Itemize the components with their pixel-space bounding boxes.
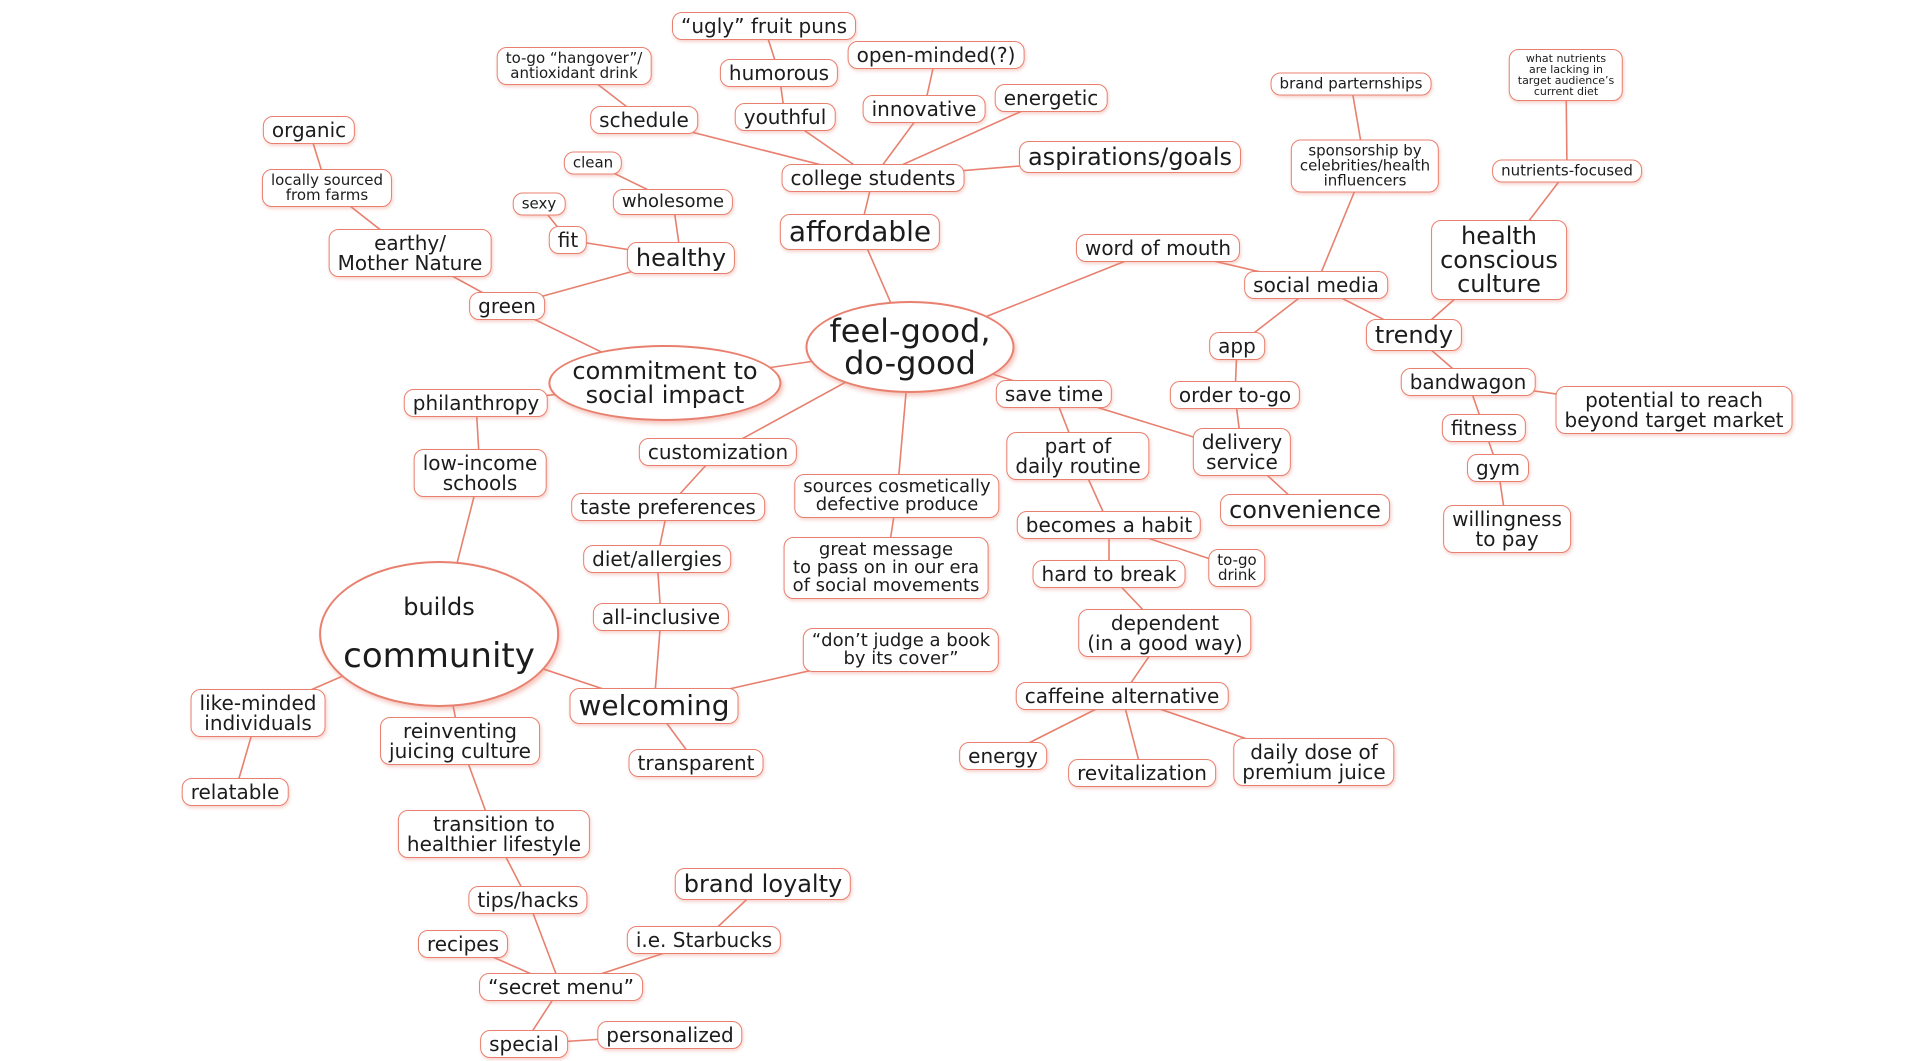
node-healthy: healthy bbox=[626, 242, 736, 274]
node-what-nutrients: what nutrients are lacking in target aud… bbox=[1508, 49, 1624, 101]
node-word-of-mouth: word of mouth bbox=[1075, 234, 1241, 262]
community-label: community bbox=[343, 636, 535, 676]
node-hard-to-break: hard to break bbox=[1032, 560, 1186, 588]
node-save-time: save time bbox=[995, 380, 1113, 408]
node-youthful: youthful bbox=[734, 103, 836, 131]
node-taste-preferences: taste preferences bbox=[571, 493, 765, 521]
node-earthy-mother-nature: earthy/ Mother Nature bbox=[328, 229, 492, 277]
node-customization: customization bbox=[638, 438, 798, 466]
node-wholesome: wholesome bbox=[612, 189, 734, 215]
node-tips-hacks: tips/hacks bbox=[468, 886, 588, 914]
node-personalized: personalized bbox=[597, 1021, 743, 1049]
node-diet-allergies: diet/allergies bbox=[583, 545, 731, 573]
node-sexy: sexy bbox=[512, 192, 566, 216]
node-daily-dose: daily dose of premium juice bbox=[1233, 738, 1395, 786]
node-organic: organic bbox=[262, 116, 356, 144]
node-to-go-drink: to-go drink bbox=[1208, 549, 1266, 587]
node-commitment-to-social-impact: commitment to social impact bbox=[548, 345, 782, 421]
node-app: app bbox=[1209, 332, 1265, 360]
node-secret-menu: “secret menu” bbox=[479, 973, 643, 1001]
node-aspirations-goals: aspirations/goals bbox=[1018, 141, 1242, 173]
node-energy: energy bbox=[959, 742, 1047, 770]
node-dont-judge-a-book: “don’t judge a book by its cover” bbox=[802, 628, 1000, 672]
node-special: special bbox=[480, 1030, 568, 1058]
node-social-media: social media bbox=[1244, 271, 1388, 299]
node-transparent: transparent bbox=[628, 749, 764, 777]
node-trendy: trendy bbox=[1365, 319, 1463, 351]
node-green: green bbox=[469, 292, 545, 320]
node-willingness-to-pay: willingness to pay bbox=[1443, 505, 1571, 553]
node-feel-good-do-good: feel-good, do-good bbox=[805, 301, 1015, 393]
node-brand-partnerships: brand parternships bbox=[1270, 72, 1432, 96]
node-fitness: fitness bbox=[1441, 414, 1527, 442]
node-part-of-daily-routine: part of daily routine bbox=[1006, 432, 1150, 480]
node-bandwagon: bandwagon bbox=[1400, 368, 1536, 396]
node-delivery-service: delivery service bbox=[1192, 428, 1292, 476]
node-builds-community: builds community bbox=[319, 561, 559, 707]
node-recipes: recipes bbox=[417, 930, 509, 958]
node-clean: clean bbox=[563, 151, 623, 175]
builds-label: builds bbox=[403, 593, 475, 621]
node-fit: fit bbox=[548, 226, 588, 254]
node-open-minded: open-minded(?) bbox=[847, 41, 1025, 69]
node-revitalization: revitalization bbox=[1068, 759, 1216, 787]
node-welcoming: welcoming bbox=[569, 688, 739, 724]
node-health-conscious-culture: health conscious culture bbox=[1431, 220, 1567, 300]
node-relatable: relatable bbox=[181, 778, 289, 806]
node-dependent: dependent (in a good way) bbox=[1078, 609, 1252, 657]
node-i-e-starbucks: i.e. Starbucks bbox=[626, 926, 782, 954]
node-innovative: innovative bbox=[862, 95, 986, 123]
node-all-inclusive: all-inclusive bbox=[592, 603, 730, 631]
node-schedule: schedule bbox=[590, 106, 698, 134]
node-nutrients-focused: nutrients-focused bbox=[1492, 159, 1642, 183]
node-potential-to-reach: potential to reach beyond target market bbox=[1555, 386, 1793, 434]
node-order-to-go: order to-go bbox=[1169, 381, 1301, 409]
node-caffeine-alternative: caffeine alternative bbox=[1015, 682, 1229, 710]
node-philanthropy: philanthropy bbox=[403, 389, 549, 417]
node-college-students: college students bbox=[781, 164, 965, 192]
node-reinventing-juicing-culture: reinventing juicing culture bbox=[380, 717, 540, 765]
node-locally-sourced: locally sourced from farms bbox=[261, 169, 393, 207]
node-convenience: convenience bbox=[1220, 494, 1390, 526]
node-affordable: affordable bbox=[779, 214, 941, 250]
node-low-income-schools: low-income schools bbox=[413, 449, 547, 497]
node-brand-loyalty: brand loyalty bbox=[674, 868, 852, 900]
node-gym: gym bbox=[1466, 454, 1530, 482]
node-to-go-hangover-drink: to-go “hangover”/ antioxidant drink bbox=[496, 47, 652, 85]
node-ugly-fruit-puns: “ugly” fruit puns bbox=[671, 12, 857, 40]
node-becomes-a-habit: becomes a habit bbox=[1016, 511, 1202, 539]
node-energetic: energetic bbox=[994, 84, 1108, 112]
node-transition-healthier-lifestyle: transition to healthier lifestyle bbox=[397, 810, 591, 858]
node-sources-defective-produce: sources cosmetically defective produce bbox=[794, 474, 1000, 518]
node-sponsorship: sponsorship by celebrities/health influe… bbox=[1290, 139, 1440, 193]
node-humorous: humorous bbox=[719, 59, 839, 87]
connector-tips_hacks-secret_menu bbox=[527, 899, 562, 988]
node-great-message: great message to pass on in our era of s… bbox=[783, 537, 989, 599]
node-like-minded-individuals: like-minded individuals bbox=[190, 689, 326, 737]
